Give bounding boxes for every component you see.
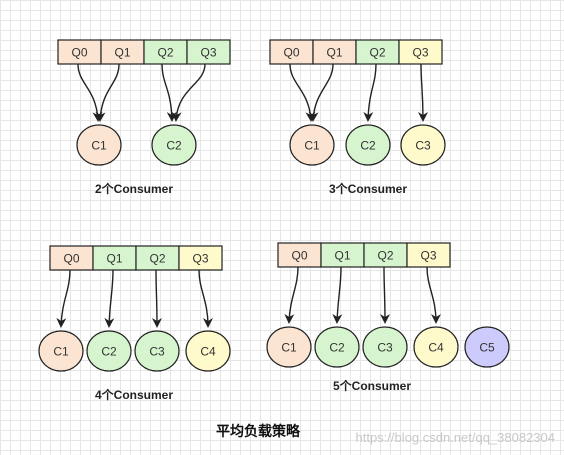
consumer-node-c5: C5 <box>464 326 510 368</box>
queue-label: Q0 <box>283 46 299 60</box>
queue-cell-q1: Q1 <box>320 242 365 268</box>
queue-label: Q2 <box>157 46 173 60</box>
consumer-node-c2: C2 <box>314 326 360 368</box>
consumer-label: C1 <box>304 139 320 153</box>
assignment-arrow <box>104 269 115 328</box>
queue-label: Q2 <box>377 249 393 263</box>
diagram-caption: 5个Consumer <box>333 378 411 393</box>
consumer-label: C2 <box>329 341 345 355</box>
queue-cell-q0: Q0 <box>269 39 314 65</box>
assignment-arrow <box>95 63 120 122</box>
assignment-arrow <box>161 63 177 122</box>
consumer-node-c3: C3 <box>134 330 180 372</box>
assignment-arrow <box>77 63 103 122</box>
queue-label: Q3 <box>200 46 216 60</box>
queue-cell-q1: Q1 <box>92 245 137 271</box>
consumer-label: C2 <box>166 139 182 153</box>
queue-label: Q1 <box>326 46 342 60</box>
queue-label: Q3 <box>420 249 436 263</box>
consumer-node-c2: C2 <box>345 124 391 166</box>
queue-label: Q0 <box>71 46 87 60</box>
consumer-node-c2: C2 <box>151 124 197 166</box>
consumer-node-c1: C1 <box>38 330 84 372</box>
diagram-caption: 3个Consumer <box>329 181 407 196</box>
consumer-node-c4: C4 <box>413 326 459 368</box>
diagram-caption: 2个Consumer <box>95 181 173 196</box>
consumer-label: C2 <box>360 139 376 153</box>
consumer-label: C1 <box>53 345 69 359</box>
queue-cell-q0: Q0 <box>277 242 322 268</box>
assignment-arrow <box>363 63 377 122</box>
queue-cell-q2: Q2 <box>143 39 188 65</box>
consumer-node-c1: C1 <box>289 124 335 166</box>
consumer-label: C3 <box>149 345 165 359</box>
assignment-arrow <box>308 63 334 122</box>
assignment-arrow <box>171 63 206 122</box>
consumer-node-c3: C3 <box>362 326 408 368</box>
queue-label: Q1 <box>114 46 130 60</box>
consumer-node-c1: C1 <box>76 124 122 166</box>
consumer-label: C4 <box>428 341 444 355</box>
consumer-label: C4 <box>200 345 216 359</box>
queue-label: Q0 <box>291 249 307 263</box>
assignment-arrow <box>289 63 316 122</box>
assignment-arrow <box>284 266 299 324</box>
consumer-node-c2: C2 <box>86 330 132 372</box>
assignment-arrow <box>198 269 213 328</box>
consumer-label: C1 <box>281 341 297 355</box>
queue-cell-q2: Q2 <box>363 242 408 268</box>
consumer-label: C3 <box>377 341 393 355</box>
queue-cell-q2: Q2 <box>135 245 180 271</box>
queue-label: Q2 <box>369 46 385 60</box>
consumer-label: C2 <box>101 345 117 359</box>
consumer-label: C3 <box>415 139 431 153</box>
consumer-node-c1: C1 <box>266 326 312 368</box>
queue-label: Q0 <box>63 252 79 266</box>
queue-cell-q3: Q3 <box>406 242 451 268</box>
diagram-caption: 4个Consumer <box>95 387 173 402</box>
watermark-text: https://blog.csdn.net/qq_38082304 <box>356 430 556 445</box>
assignment-arrow <box>56 269 71 328</box>
assignment-arrow <box>417 63 428 122</box>
queue-label: Q1 <box>334 249 350 263</box>
queue-cell-q0: Q0 <box>49 245 94 271</box>
queue-label: Q3 <box>192 252 208 266</box>
assignment-arrow <box>426 266 441 324</box>
queue-cell-q2: Q2 <box>355 39 400 65</box>
queue-label: Q1 <box>106 252 122 266</box>
queue-cell-q1: Q1 <box>100 39 145 65</box>
consumer-node-c3: C3 <box>400 124 446 166</box>
queue-cell-q3: Q3 <box>398 39 443 65</box>
queue-cell-q3: Q3 <box>178 245 223 271</box>
consumer-label: C5 <box>479 341 495 355</box>
queue-label: Q2 <box>149 252 165 266</box>
queue-cell-q0: Q0 <box>57 39 102 65</box>
queue-label: Q3 <box>412 46 428 60</box>
assignment-arrow <box>332 266 343 324</box>
page-title: 平均负载策略 <box>216 423 301 439</box>
consumer-label: C1 <box>91 139 107 153</box>
queue-cell-q3: Q3 <box>186 39 231 65</box>
assignment-arrow <box>151 269 162 328</box>
consumer-node-c4: C4 <box>185 330 231 372</box>
assignment-arrow <box>379 266 390 324</box>
queue-cell-q1: Q1 <box>312 39 357 65</box>
